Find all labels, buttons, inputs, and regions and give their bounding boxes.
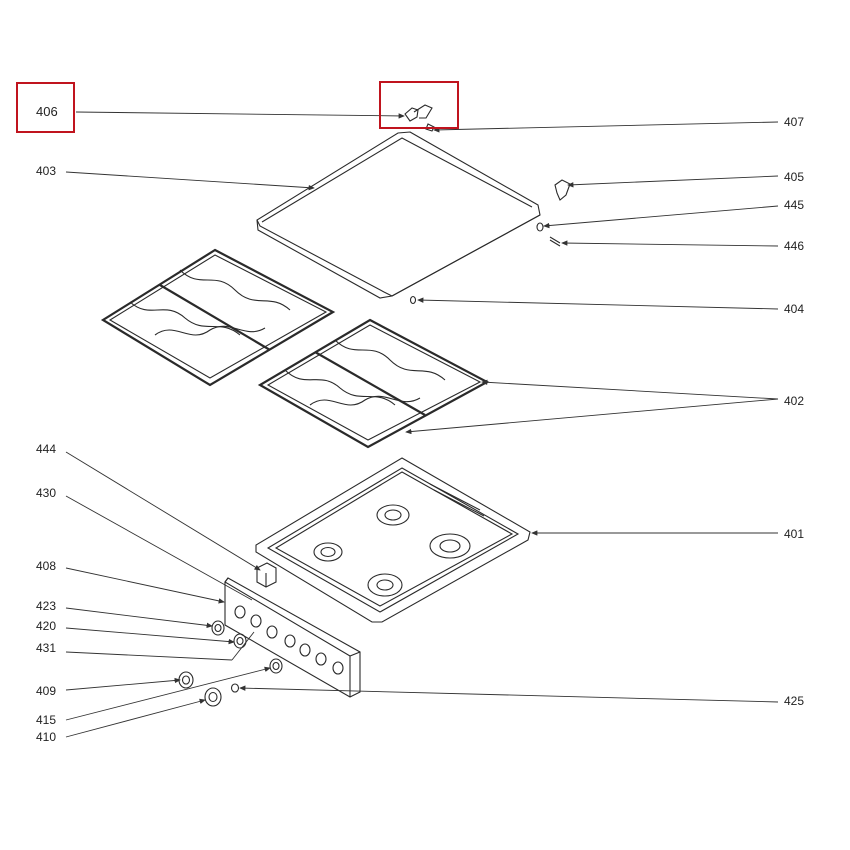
bracket-444	[256, 562, 277, 588]
label-404: 404	[784, 302, 805, 316]
ring-415	[269, 658, 283, 674]
label-406: 406	[36, 104, 58, 119]
label-410: 410	[36, 730, 57, 744]
label-445: 445	[784, 198, 805, 212]
control-panel-430	[224, 577, 361, 698]
knob-420	[233, 633, 247, 649]
hinge-405	[554, 179, 571, 201]
highlight-box-label-406	[16, 82, 75, 133]
hinge-406	[404, 104, 433, 122]
knob-423	[211, 620, 225, 636]
label-402: 402	[784, 394, 805, 408]
label-431: 431	[36, 641, 57, 655]
label-446: 446	[784, 239, 805, 253]
highlight-box-part-406	[379, 81, 459, 129]
knob-410	[204, 687, 222, 707]
label-401: 401	[784, 527, 805, 541]
label-425: 425	[784, 694, 805, 708]
bushing-445	[536, 222, 544, 232]
label-407: 407	[784, 115, 805, 129]
leader-lines	[65, 111, 779, 738]
stopper-404	[409, 295, 417, 305]
label-430: 430	[36, 486, 57, 500]
label-405: 405	[784, 170, 805, 184]
label-408: 408	[36, 559, 57, 573]
label-423: 423	[36, 599, 57, 613]
label-403: 403	[36, 164, 57, 178]
label-444: 444	[36, 442, 57, 456]
knob-409	[178, 671, 194, 689]
label-420: 420	[36, 619, 57, 633]
label-415: 415	[36, 713, 57, 727]
hob-top-401	[255, 457, 531, 623]
label-409: 409	[36, 684, 57, 698]
part-425	[230, 683, 240, 693]
lid-403	[256, 131, 541, 299]
pan-support-right-402	[257, 318, 490, 449]
pin-446	[549, 236, 561, 247]
pan-support-left-402	[100, 248, 336, 387]
